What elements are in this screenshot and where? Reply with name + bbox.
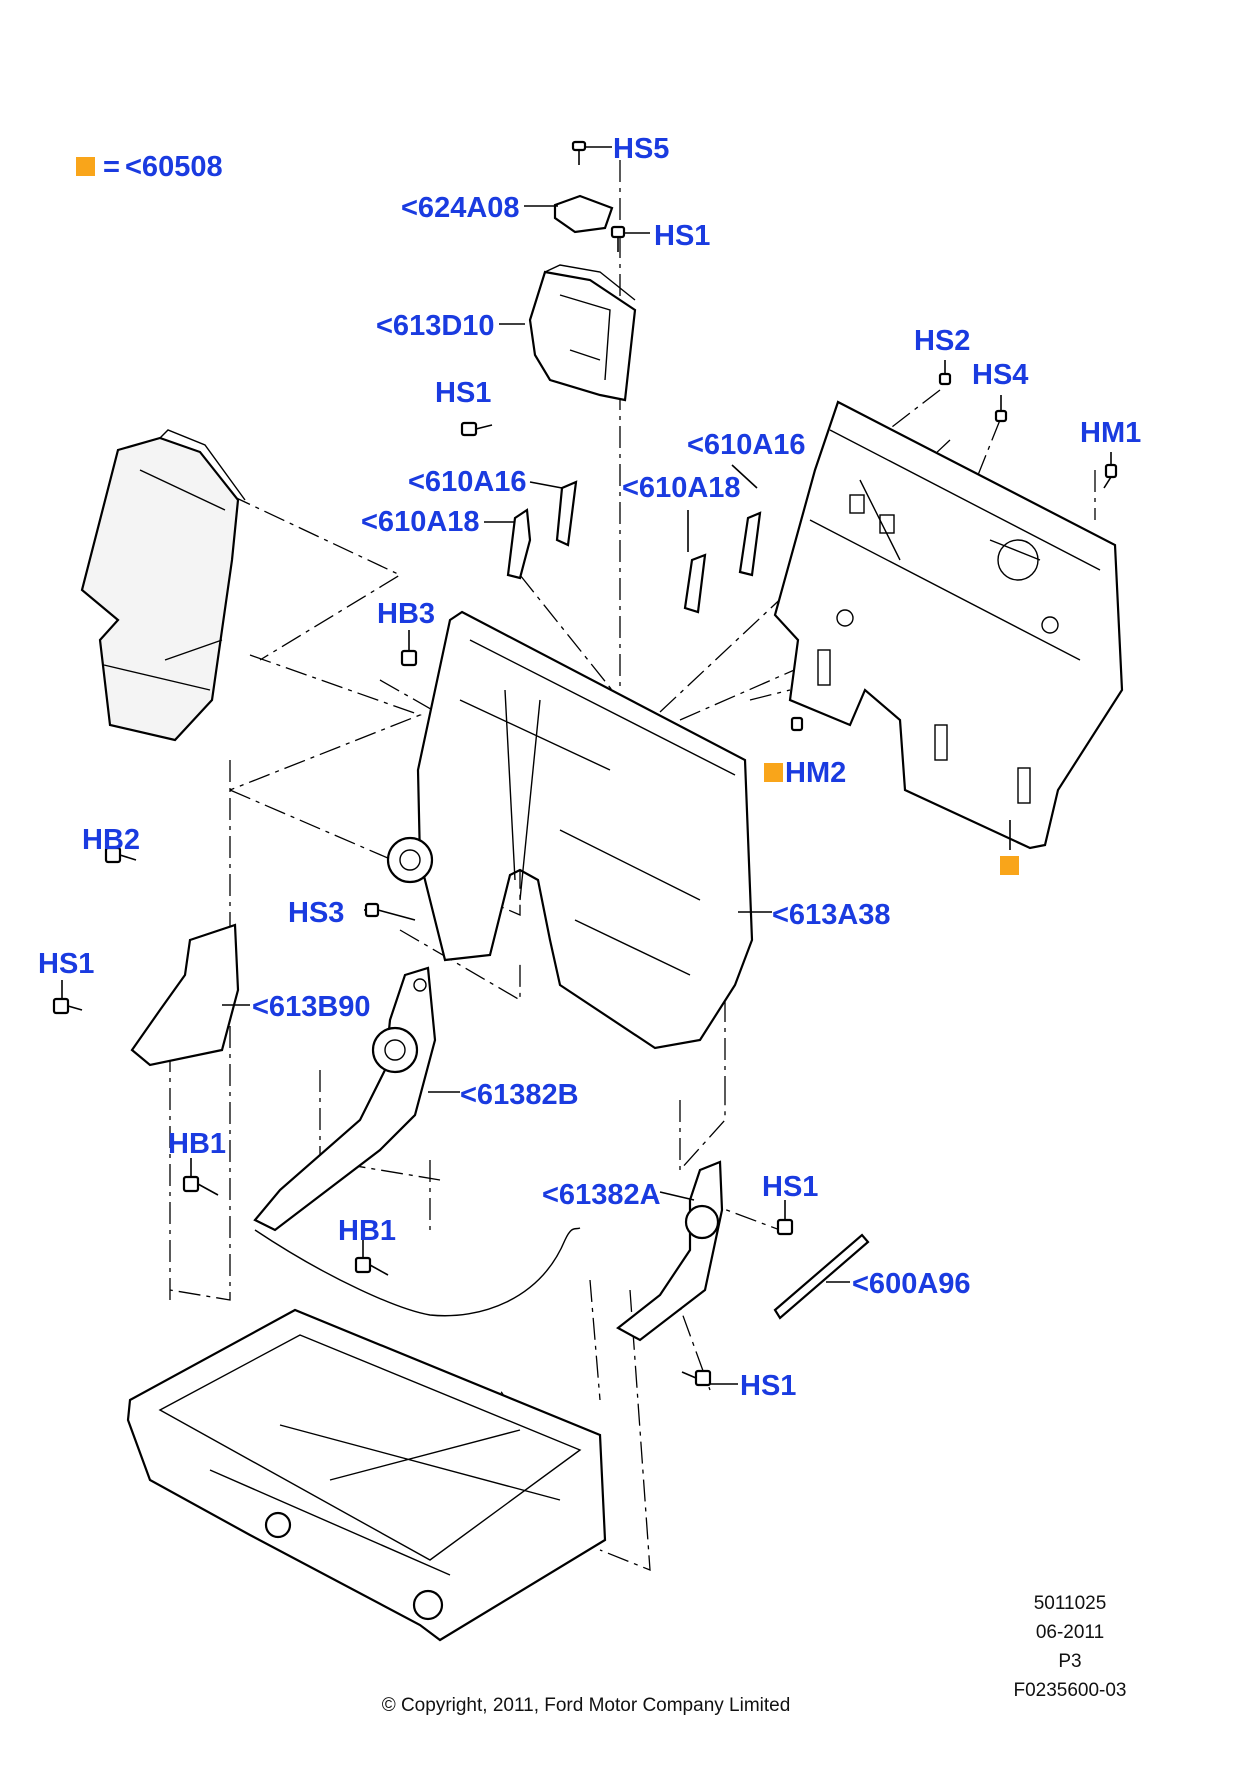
bolt-hb1-left — [182, 1175, 219, 1196]
footer-date: 06-2011 — [1036, 1622, 1104, 1643]
leader-lines — [61, 146, 1112, 1385]
footer-code: 5011025 — [1034, 1593, 1107, 1614]
bolt-hs3 — [364, 902, 416, 921]
recliner-61382B — [253, 966, 437, 1232]
callout-hb1-left[interactable]: HB1 — [168, 1128, 226, 1160]
callout-610A16-left[interactable]: <610A16 — [408, 466, 527, 498]
callout-hs1-left[interactable]: HS1 — [38, 948, 94, 980]
callout-610A18-mid[interactable]: <610A18 — [622, 472, 741, 504]
callout-hs3[interactable]: HS3 — [288, 897, 344, 929]
callout-hs1-upper[interactable]: HS1 — [435, 377, 491, 409]
hm2-marker-square — [764, 763, 783, 782]
footer-ref: F0235600-03 — [1013, 1680, 1126, 1701]
fasteners — [52, 140, 1118, 1387]
bolt-hs2 — [938, 372, 952, 386]
bolt-hb1-mid — [354, 1256, 389, 1276]
panel-marker-square — [1000, 856, 1019, 875]
bolt-hs1-upper — [460, 421, 493, 437]
callout-hs1-right[interactable]: HS1 — [762, 1171, 818, 1203]
bolt-hs1-bottom — [681, 1369, 712, 1387]
callout-hs1-top[interactable]: HS1 — [654, 220, 710, 252]
callout-hs2[interactable]: HS2 — [914, 325, 970, 357]
seatback-frame-613A38 — [386, 610, 754, 1050]
callout-hs4[interactable]: HS4 — [972, 359, 1028, 391]
bolt-hm2 — [790, 716, 804, 732]
plate-624A08 — [553, 194, 614, 234]
footer-copyright: © Copyright, 2011, Ford Motor Company Li… — [382, 1695, 791, 1716]
callout-613D10[interactable]: <613D10 — [376, 310, 495, 342]
callout-hb2[interactable]: HB2 — [82, 824, 140, 856]
footer-page: P3 — [1058, 1651, 1081, 1672]
callout-hm2[interactable]: HM2 — [785, 757, 846, 789]
callout-600A96[interactable]: <600A96 — [852, 1268, 971, 1300]
bolt-hs1-left — [52, 997, 83, 1015]
callout-hs5[interactable]: HS5 — [613, 133, 669, 165]
recliner-bracket-613B90 — [130, 923, 240, 1067]
callout-610A16-right[interactable]: <610A16 — [687, 429, 806, 461]
legend-marker-square — [76, 157, 95, 176]
bolt-hm1 — [1103, 463, 1118, 489]
bolt-hs5 — [571, 140, 587, 165]
callout-624A08[interactable]: <624A08 — [401, 192, 520, 224]
bolt-hs1-top — [610, 225, 626, 252]
bracket-613D10 — [528, 264, 637, 402]
callout-hs1-bottom[interactable]: HS1 — [740, 1370, 796, 1402]
callout-hb1-mid[interactable]: HB1 — [338, 1215, 396, 1247]
release-cable — [254, 1227, 581, 1317]
callout-610A18-left[interactable]: <610A18 — [361, 506, 480, 538]
callout-613B90[interactable]: <613B90 — [252, 991, 371, 1023]
bolt-hb2 — [104, 846, 137, 864]
callout-61382B[interactable]: <61382B — [460, 1079, 579, 1111]
bolt-hs4 — [994, 409, 1008, 423]
callout-hm1[interactable]: HM1 — [1080, 417, 1141, 449]
bolt-hb3 — [400, 649, 418, 667]
strap-600A96 — [773, 1233, 870, 1320]
recliner-61382A — [616, 1160, 724, 1342]
bolt-hs1-right — [776, 1218, 794, 1236]
legend-text: <60508 — [125, 151, 223, 183]
backrest-panel — [773, 400, 1124, 850]
callout-61382A[interactable]: <61382A — [542, 1179, 661, 1211]
headrest-guides — [506, 480, 762, 614]
callout-613A38[interactable]: <613A38 — [772, 899, 891, 931]
seat-cushion-pad — [80, 429, 246, 742]
callout-hb3[interactable]: HB3 — [377, 598, 435, 630]
legend-equals: = — [103, 151, 120, 183]
seat-base-frame — [126, 1308, 607, 1642]
